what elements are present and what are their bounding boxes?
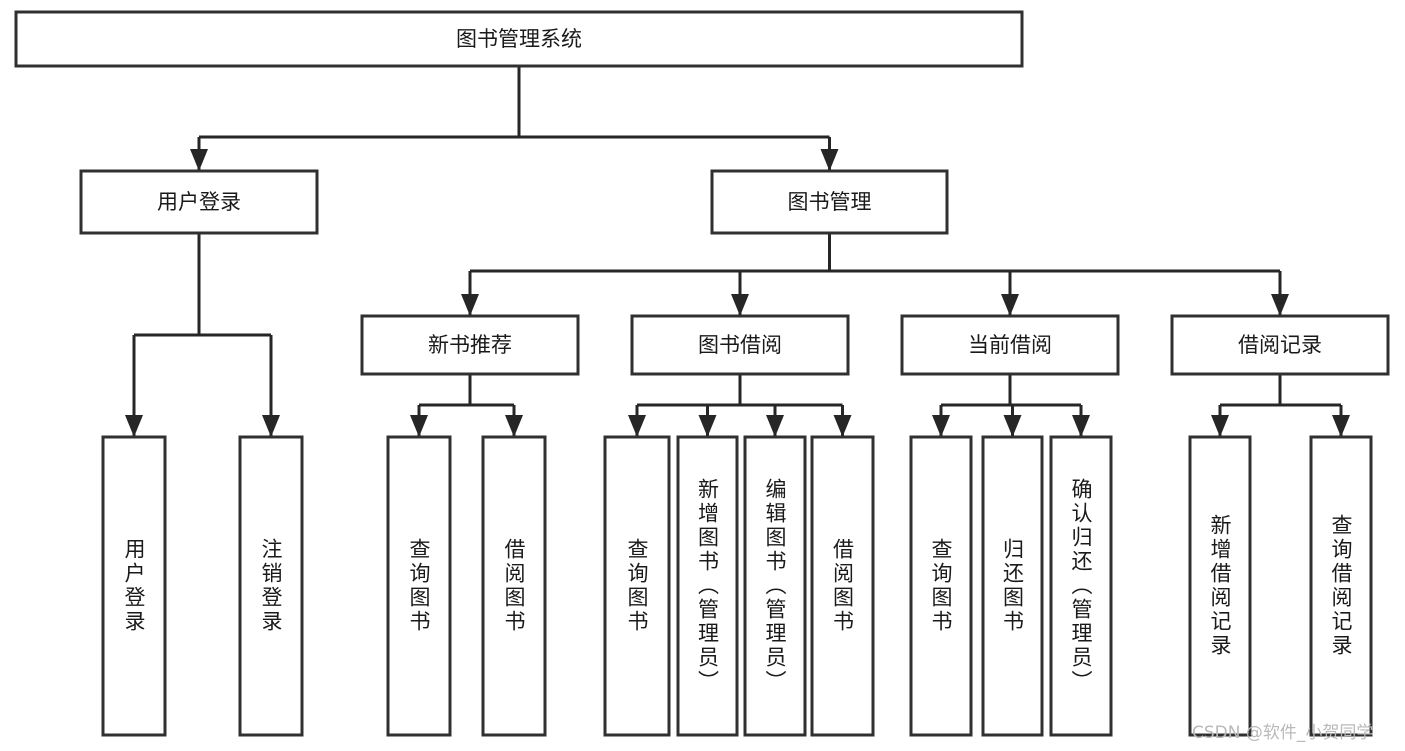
arrow-head-icon — [1211, 415, 1229, 437]
node-box-leaf-user-login — [101, 435, 167, 737]
node-leaf-borrow-book-2[interactable]: 借阅图书 — [810, 435, 875, 737]
node-label-leaf-borrow-book-2: 借阅图书 — [830, 538, 855, 634]
node-leaf-query-book-3[interactable]: 查询图书 — [909, 435, 973, 737]
arrow-head-icon — [125, 415, 143, 437]
node-box-leaf-borrow-book-1 — [481, 435, 547, 737]
node-leaf-query-book-2[interactable]: 查询图书 — [603, 435, 671, 737]
node-label-leaf-add-record: 新增借阅记录 — [1208, 514, 1233, 658]
node-label-wrap-leaf-borrow-book-2: 借阅图书 — [830, 538, 855, 634]
node-new-book-recommend[interactable]: 新书推荐 — [360, 314, 580, 376]
node-label-leaf-add-book: 新增图书（管理员） — [695, 478, 720, 694]
node-box-current-borrow — [900, 314, 1120, 376]
arrow-head-icon — [1271, 294, 1289, 316]
node-leaf-add-book[interactable]: 新增图书（管理员） — [676, 435, 739, 737]
node-box-new-book-recommend — [360, 314, 580, 376]
node-label-leaf-return-book: 归还图书 — [1000, 538, 1025, 634]
node-label-leaf-query-book-2: 查询图书 — [625, 538, 650, 634]
node-box-leaf-return-book — [981, 435, 1044, 737]
node-box-leaf-borrow-book-2 — [810, 435, 875, 737]
node-box-leaf-query-book-1 — [386, 435, 452, 737]
node-box-leaf-query-book-2 — [603, 435, 671, 737]
arrow-head-icon — [1332, 415, 1350, 437]
node-label-leaf-query-book-1: 查询图书 — [407, 538, 432, 634]
arrow-head-icon — [932, 415, 950, 437]
node-label-borrow-record: 借阅记录 — [1238, 333, 1322, 357]
arrow-head-icon — [628, 415, 646, 437]
node-box-root — [14, 10, 1024, 68]
connector-layer — [125, 66, 1350, 437]
node-box-leaf-add-record — [1188, 435, 1252, 737]
node-book-manage[interactable]: 图书管理 — [710, 169, 949, 235]
node-label-wrap-leaf-add-book: 新增图书（管理员） — [695, 478, 720, 694]
node-label-user-login: 用户登录 — [157, 190, 241, 214]
arrow-head-icon — [833, 415, 852, 437]
node-leaf-query-book-1[interactable]: 查询图书 — [386, 435, 452, 737]
arrow-head-icon — [461, 294, 479, 316]
node-label-wrap-leaf-edit-book: 编辑图书（管理员） — [763, 478, 788, 694]
node-label-wrap-leaf-query-record: 查询借阅记录 — [1329, 514, 1354, 658]
node-leaf-logout[interactable]: 注销登录 — [238, 435, 304, 737]
node-label-wrap-leaf-borrow-book-1: 借阅图书 — [502, 538, 527, 634]
arrow-head-icon — [820, 149, 839, 171]
arrow-head-icon — [1003, 415, 1022, 437]
node-box-borrow-record — [1170, 314, 1390, 376]
node-box-leaf-query-book-3 — [909, 435, 973, 737]
node-box-leaf-logout — [238, 435, 304, 737]
node-leaf-query-record[interactable]: 查询借阅记录 — [1309, 435, 1373, 737]
arrow-head-icon — [1001, 294, 1019, 316]
node-leaf-edit-book[interactable]: 编辑图书（管理员） — [743, 435, 807, 737]
arrow-head-icon — [262, 415, 280, 437]
node-leaf-return-book[interactable]: 归还图书 — [981, 435, 1044, 737]
node-label-leaf-query-book-3: 查询图书 — [929, 538, 954, 634]
node-label-leaf-query-record: 查询借阅记录 — [1329, 514, 1354, 658]
node-leaf-user-login[interactable]: 用户登录 — [101, 435, 167, 737]
node-label-leaf-user-login: 用户登录 — [122, 538, 147, 634]
node-label-wrap-leaf-return-book: 归还图书 — [1000, 538, 1025, 634]
node-label-book-manage: 图书管理 — [788, 190, 872, 214]
node-label-book-borrow: 图书借阅 — [698, 333, 782, 357]
node-label-leaf-logout: 注销登录 — [259, 538, 284, 634]
node-user-login[interactable]: 用户登录 — [79, 169, 319, 235]
node-book-borrow[interactable]: 图书借阅 — [630, 314, 850, 376]
arrow-head-icon — [505, 415, 523, 437]
arrow-head-icon — [190, 149, 208, 171]
node-box-book-borrow — [630, 314, 850, 376]
node-root[interactable]: 图书管理系统 — [14, 10, 1024, 68]
node-label-new-book-recommend: 新书推荐 — [428, 333, 512, 357]
node-current-borrow[interactable]: 当前借阅 — [900, 314, 1120, 376]
node-label-current-borrow: 当前借阅 — [968, 333, 1052, 357]
node-borrow-record[interactable]: 借阅记录 — [1170, 314, 1390, 376]
node-label-wrap-leaf-user-login: 用户登录 — [122, 538, 147, 634]
node-label-leaf-borrow-book-1: 借阅图书 — [502, 538, 527, 634]
node-leaf-add-record[interactable]: 新增借阅记录 — [1188, 435, 1252, 737]
node-label-leaf-confirm-return: 确认归还（管理员） — [1069, 478, 1094, 694]
node-layer: 图书管理系统用户登录图书管理新书推荐图书借阅当前借阅借阅记录用户登录注销登录查询… — [14, 10, 1390, 737]
node-label-wrap-leaf-add-record: 新增借阅记录 — [1208, 514, 1233, 658]
arrow-head-icon — [410, 415, 428, 437]
node-label-wrap-leaf-query-book-3: 查询图书 — [929, 538, 954, 634]
arrow-head-icon — [731, 294, 749, 316]
node-label-wrap-leaf-query-book-2: 查询图书 — [625, 538, 650, 634]
arrow-head-icon — [766, 415, 784, 437]
node-leaf-borrow-book-1[interactable]: 借阅图书 — [481, 435, 547, 737]
node-leaf-confirm-return[interactable]: 确认归还（管理员） — [1049, 435, 1113, 737]
node-label-wrap-leaf-query-book-1: 查询图书 — [407, 538, 432, 634]
node-label-root: 图书管理系统 — [456, 27, 582, 51]
node-box-leaf-confirm-return — [1049, 435, 1113, 737]
arrow-head-icon — [1072, 415, 1090, 437]
node-box-user-login — [79, 169, 319, 235]
node-box-leaf-edit-book — [743, 435, 807, 737]
node-box-leaf-query-record — [1309, 435, 1373, 737]
node-box-leaf-add-book — [676, 435, 739, 737]
node-label-leaf-edit-book: 编辑图书（管理员） — [763, 478, 788, 694]
node-label-wrap-leaf-logout: 注销登录 — [259, 538, 284, 634]
node-box-book-manage — [710, 169, 949, 235]
node-label-wrap-leaf-confirm-return: 确认归还（管理员） — [1069, 478, 1094, 694]
arrow-head-icon — [698, 415, 717, 437]
